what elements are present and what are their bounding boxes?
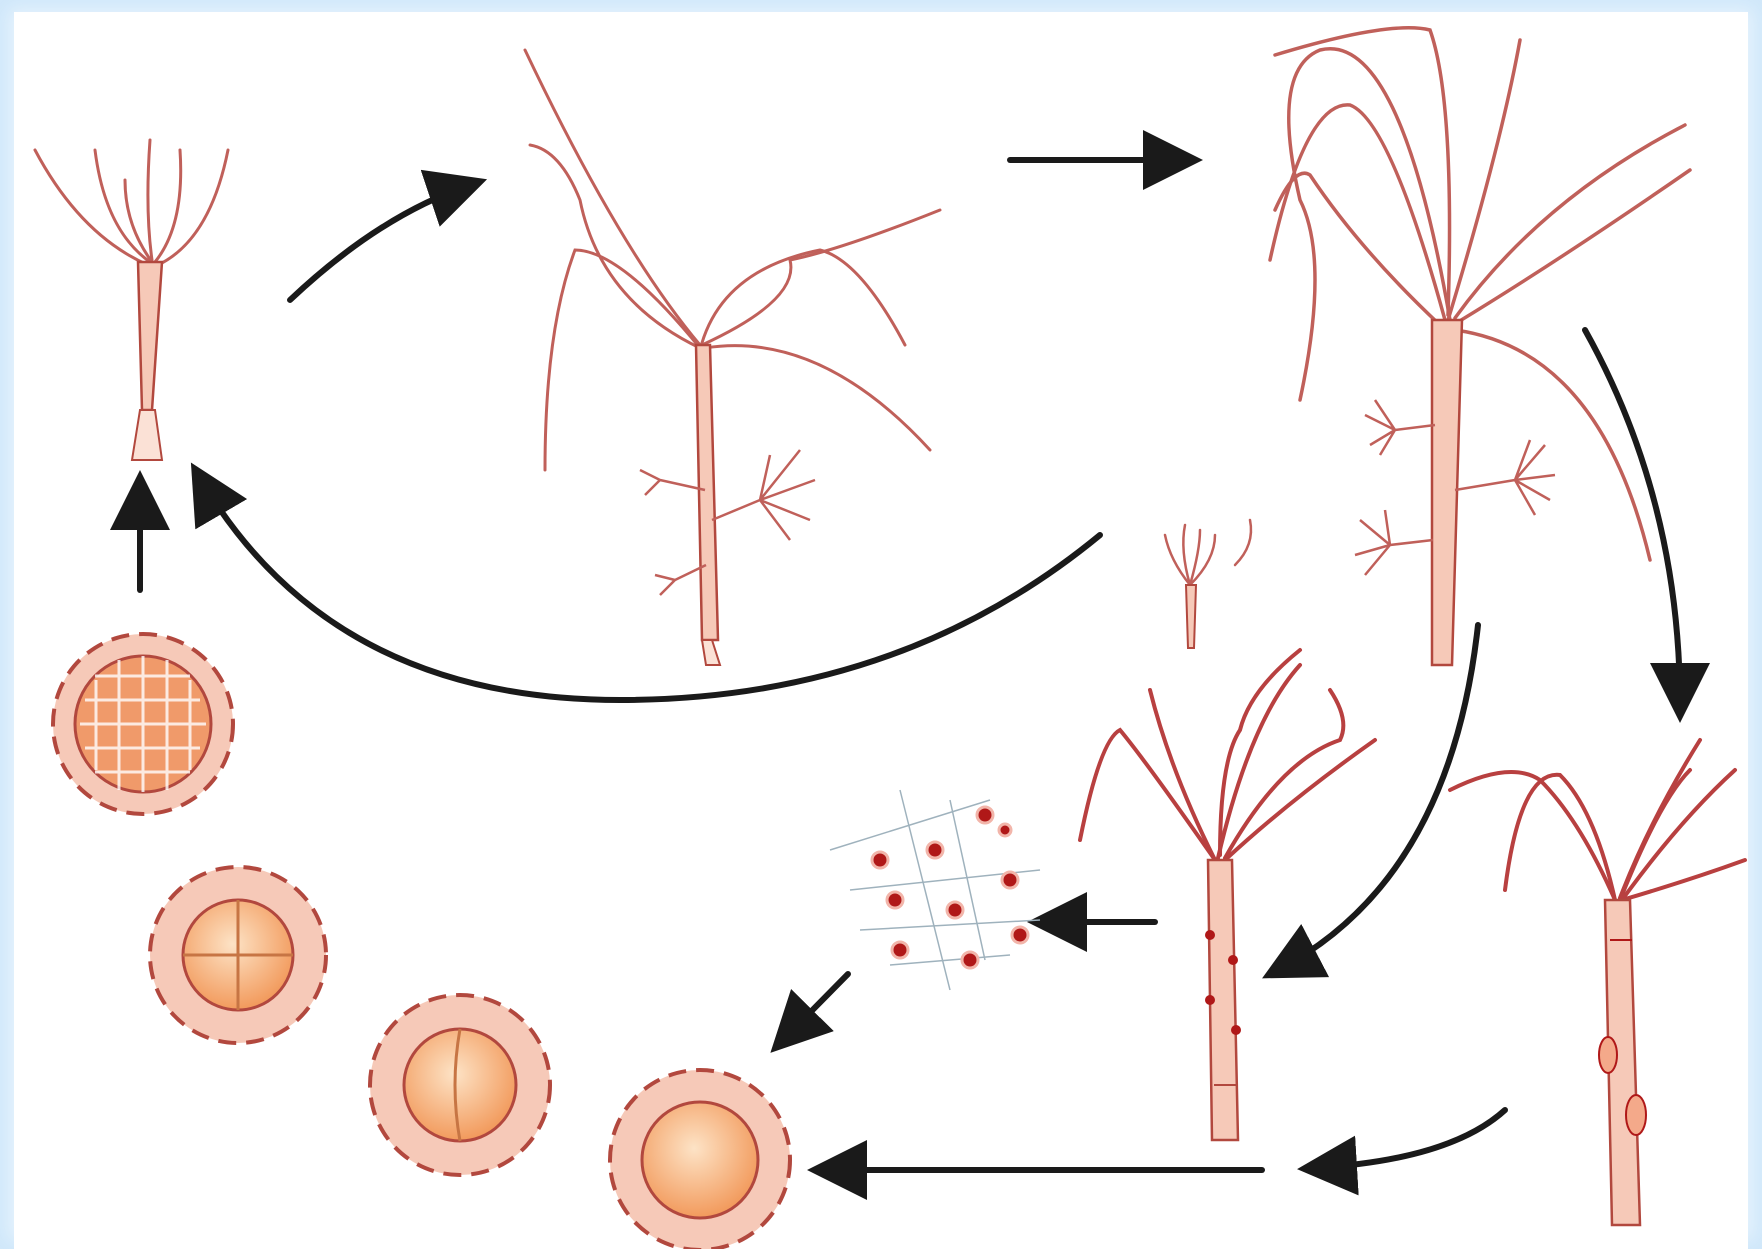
two-cell-embryo xyxy=(370,995,550,1175)
zygote xyxy=(610,1070,790,1249)
blastula-embryo xyxy=(53,634,233,814)
diagram-background xyxy=(14,12,1748,1249)
four-cell-embryo xyxy=(150,867,326,1043)
